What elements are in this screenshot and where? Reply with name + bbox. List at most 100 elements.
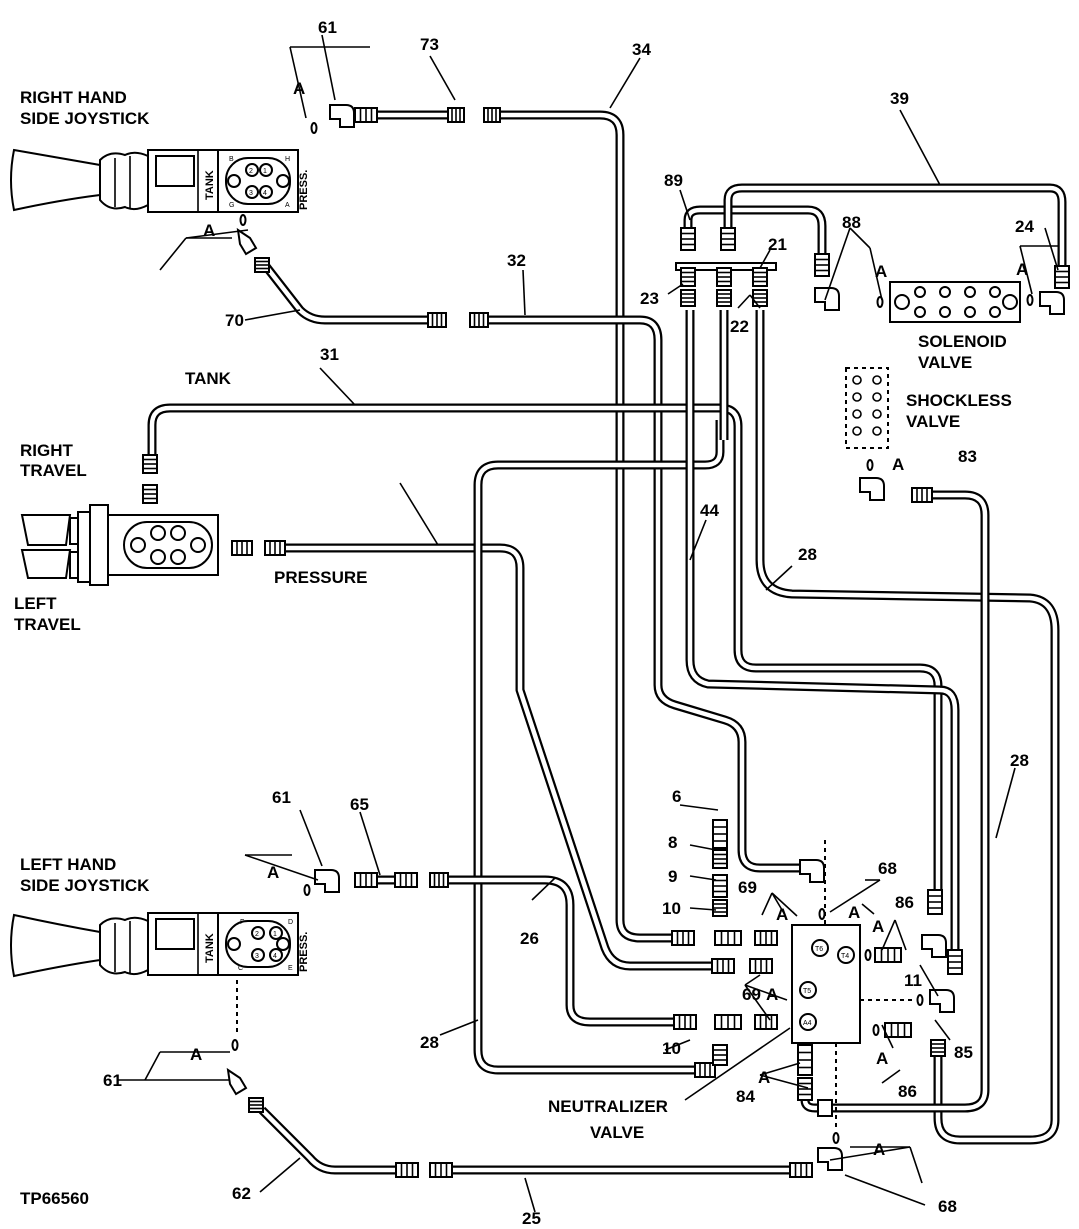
detail-marker-a: A (875, 262, 887, 281)
callout-22: 22 (730, 317, 749, 336)
callout-44: 44 (700, 501, 719, 520)
callout-39: 39 (890, 89, 909, 108)
hose-fitting (884, 1022, 912, 1038)
svg-text:4: 4 (273, 953, 277, 960)
svg-text:G: G (229, 202, 234, 209)
solenoid-valve (889, 281, 1021, 323)
hose-39 (723, 183, 1067, 272)
svg-text:E: E (288, 965, 293, 972)
tank-label: TANK (185, 369, 232, 388)
hose-fitting (797, 1044, 813, 1076)
hose-fitting (469, 312, 489, 328)
o-ring (1026, 294, 1034, 306)
joystick-press-label: PRESS. (298, 932, 310, 972)
hose-31-tank (147, 403, 943, 890)
detail-marker-a: A (758, 1068, 770, 1087)
hose-fitting (694, 1062, 716, 1078)
hose-fitting (248, 1097, 264, 1113)
leader-lines (118, 34, 1059, 1213)
detail-marker-a: A (776, 905, 788, 924)
callout-84: 84 (736, 1087, 755, 1106)
o-ring (231, 1039, 239, 1051)
hose-fitting (749, 958, 773, 974)
elbow-fitting (329, 104, 355, 128)
hose-fitting (264, 540, 286, 556)
elbow-fitting (236, 227, 258, 256)
o-ring (916, 994, 924, 1006)
callout-83: 83 (958, 447, 977, 466)
svg-text:A4: A4 (803, 1020, 812, 1027)
callout-61: 61 (318, 18, 337, 37)
left-joystick-label: SIDE JOYSTICK (20, 876, 150, 895)
callout-32: 32 (507, 251, 526, 270)
hose-fitting (716, 267, 732, 287)
callout-28: 28 (1010, 751, 1029, 770)
svg-text:T6: T6 (815, 946, 823, 953)
callout-11: 11 (904, 971, 922, 990)
hose-fitting (711, 958, 735, 974)
travel-pilot-valve (20, 504, 219, 586)
callout-23: 23 (640, 289, 659, 308)
elbow-fitting (814, 287, 840, 311)
left-travel-label: LEFT (14, 594, 57, 613)
svg-text:C: C (238, 965, 243, 972)
neutralizer-valve-label: VALVE (590, 1123, 644, 1142)
hose-fitting (930, 1039, 946, 1057)
svg-text:4: 4 (263, 190, 267, 197)
shockless-valve (845, 367, 889, 449)
hose-fitting (754, 930, 778, 946)
hose-fitting (447, 107, 465, 123)
elbow-fitting (314, 869, 340, 893)
hose-fitting (429, 872, 449, 888)
callout-73: 73 (420, 35, 439, 54)
hose-fitting (680, 267, 696, 287)
callout-28: 28 (420, 1033, 439, 1052)
left-travel-label: TRAVEL (14, 615, 81, 634)
left-joystick: TANK 2 1 3 4 F D C E PRESS. (10, 912, 310, 978)
callout-9: 9 (668, 867, 677, 886)
detail-marker-a: A (872, 917, 884, 936)
callout-68: 68 (938, 1197, 957, 1216)
o-ring (310, 122, 318, 134)
hose-fitting (1054, 265, 1070, 289)
hose-fitting (712, 849, 728, 869)
hose-fitting (671, 930, 695, 946)
elbow-fitting (859, 477, 885, 501)
detail-marker-a: A (876, 1049, 888, 1068)
hose-fitting (874, 947, 902, 963)
callout-69: 69 (742, 985, 761, 1004)
hose-34 (490, 110, 675, 943)
hose-32 (480, 315, 808, 873)
o-ring (818, 908, 826, 920)
hose-fitting (680, 289, 696, 307)
detail-marker-a: A (766, 985, 778, 1004)
component-labels: RIGHT HAND SIDE JOYSTICK LEFT HAND SIDE … (14, 88, 1012, 1208)
elbow-fitting (799, 859, 825, 883)
hose-fitting (927, 889, 943, 915)
hose-fitting (483, 107, 501, 123)
detail-marker-a: A (892, 455, 904, 474)
joystick-press-label: PRESS. (298, 170, 310, 210)
hose-89 (683, 205, 827, 258)
callout-10: 10 (662, 1039, 681, 1058)
elbow-fitting (1039, 291, 1065, 315)
callout-89: 89 (664, 171, 683, 190)
pressure-label: PRESSURE (274, 568, 368, 587)
right-joystick: TANK 2 1 3 4 B H G A PRESS. (10, 148, 310, 213)
svg-text:T5: T5 (803, 988, 811, 995)
o-ring (872, 1024, 880, 1036)
callout-70: 70 (225, 311, 244, 330)
detail-marker-a: A (267, 863, 279, 882)
o-ring (239, 214, 247, 226)
hose-fitting (714, 930, 742, 946)
hose-fitting (911, 487, 933, 503)
svg-text:1: 1 (273, 931, 277, 938)
callout-26: 26 (520, 929, 539, 948)
hose-fitting (752, 289, 768, 307)
o-ring (303, 884, 311, 896)
callout-85: 85 (954, 1043, 973, 1062)
callout-86: 86 (895, 893, 914, 912)
hose-fitting (947, 949, 963, 975)
callout-88: 88 (842, 213, 861, 232)
